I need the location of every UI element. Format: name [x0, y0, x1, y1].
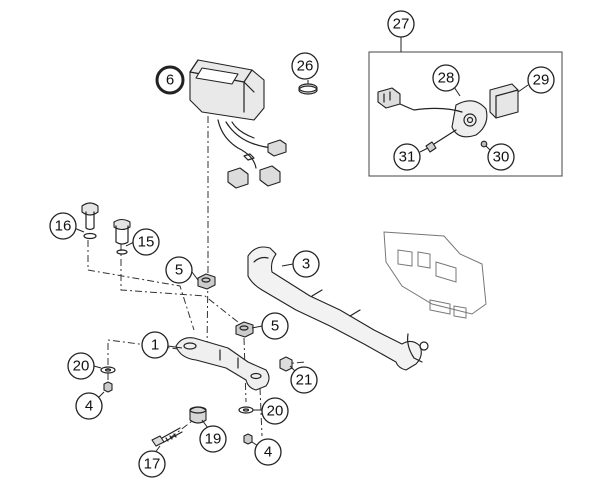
callout-20-right-label: 20 [267, 403, 284, 420]
callout-21[interactable]: 21 [290, 366, 318, 394]
callout-31-label: 31 [399, 149, 416, 166]
part-4-nut-left [103, 381, 113, 393]
callout-19-label: 19 [205, 431, 222, 448]
callout-27-label: 27 [393, 16, 410, 33]
callout-28-label: 28 [438, 70, 455, 87]
callout-20-left-label: 20 [73, 358, 90, 375]
callout-6-label: 6 [166, 72, 174, 89]
part-31-screw [419, 129, 457, 153]
callout-17[interactable]: 17 [138, 450, 166, 478]
callouts: 6 26 27 28 29 30 31 16 15 5 3 [49, 10, 555, 478]
part-5-nut-upper [197, 273, 216, 290]
part-15-bushing [113, 218, 131, 255]
callout-1-label: 1 [151, 337, 159, 354]
callout-30[interactable]: 30 [487, 143, 515, 171]
part-3-bracket [247, 246, 429, 371]
callout-29[interactable]: 29 [527, 66, 555, 94]
callout-27[interactable]: 27 [387, 10, 415, 38]
part-28-housing [377, 83, 488, 138]
callout-3-label: 3 [302, 256, 310, 273]
callout-26-label: 26 [297, 58, 314, 75]
callout-15[interactable]: 15 [132, 228, 160, 256]
callout-19[interactable]: 19 [199, 425, 227, 453]
part-5-nut-lower [235, 321, 254, 338]
callout-16[interactable]: 16 [49, 212, 77, 240]
callout-31[interactable]: 31 [393, 143, 421, 171]
part-21-spacer [279, 356, 293, 372]
callout-6-ring [155, 65, 185, 95]
inset-box-27 [368, 37, 563, 177]
callout-5-upper-label: 5 [175, 262, 183, 279]
callout-21-label: 21 [296, 372, 313, 389]
callout-5-lower-label: 5 [271, 318, 279, 335]
part-1-bracket [175, 337, 270, 391]
callout-17-label: 17 [144, 456, 161, 473]
callout-5-lower[interactable]: 5 [261, 312, 289, 340]
part-30-nut [480, 140, 491, 151]
part-26-ring [298, 83, 318, 95]
callout-4-left[interactable]: 4 [75, 392, 103, 420]
callout-20-right[interactable]: 20 [261, 397, 289, 425]
part-4-nut-right [243, 433, 253, 445]
callout-6[interactable]: 6 [155, 65, 185, 95]
callout-5-upper[interactable]: 5 [165, 256, 193, 284]
callout-3[interactable]: 3 [292, 250, 320, 278]
callout-4-right-label: 4 [264, 444, 272, 461]
callout-20-left[interactable]: 20 [67, 352, 95, 380]
callout-28[interactable]: 28 [432, 64, 460, 92]
callout-1[interactable]: 1 [141, 331, 169, 359]
callout-30-label: 30 [493, 149, 510, 166]
part-16-bolt [81, 202, 99, 240]
callout-29-label: 29 [533, 72, 550, 89]
part-20-washer-left [100, 366, 116, 374]
frame-plate-outline [383, 231, 487, 319]
part-6-instrument [189, 59, 287, 189]
callout-26[interactable]: 26 [291, 52, 319, 80]
part-29-sensor [489, 83, 529, 119]
part-17-bolt [151, 427, 183, 447]
part-19-grommet [189, 406, 207, 424]
callout-4-left-label: 4 [85, 398, 93, 415]
callout-15-label: 15 [138, 234, 155, 251]
callout-16-label: 16 [55, 218, 72, 235]
part-20-washer-right [238, 406, 254, 414]
callout-4-right[interactable]: 4 [254, 438, 282, 466]
